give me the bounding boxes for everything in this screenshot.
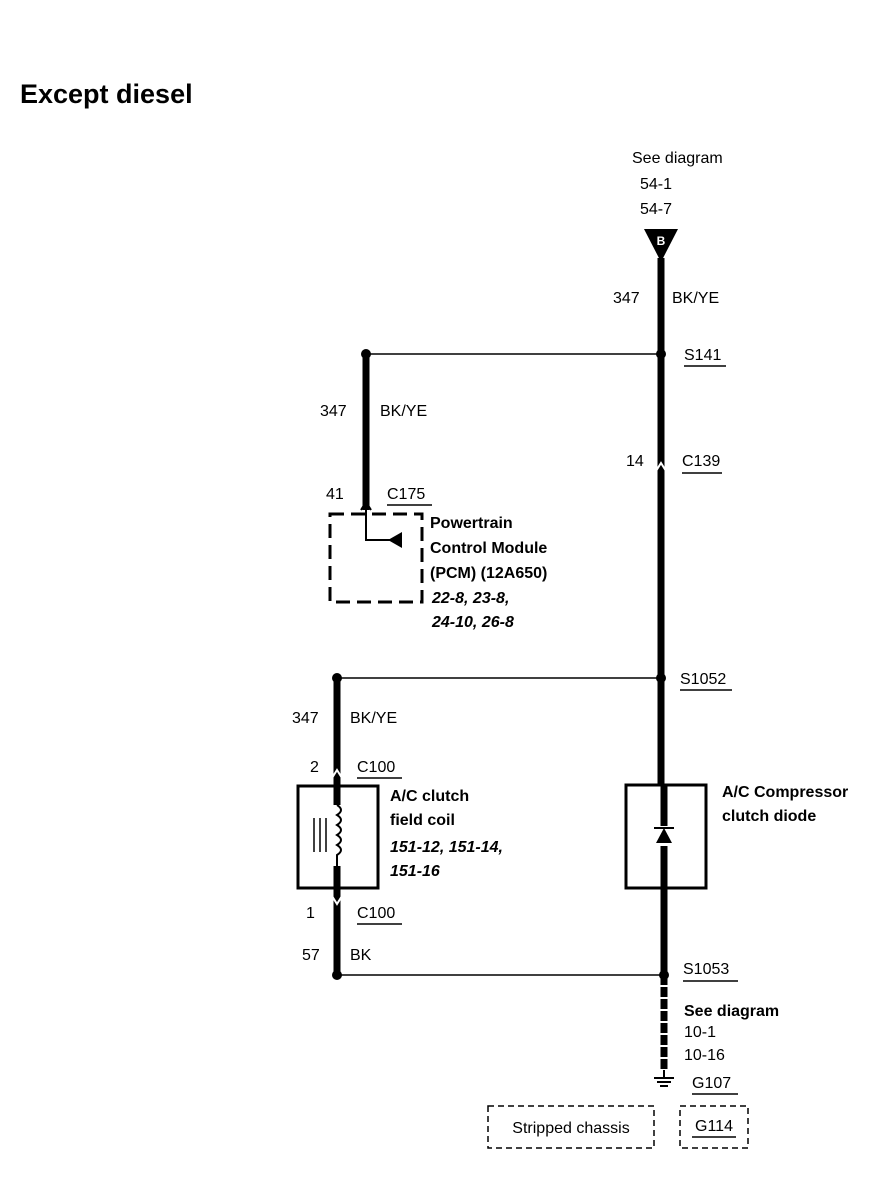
c139-pin: 14 bbox=[626, 453, 644, 470]
pcm-wire-color: BK/YE bbox=[380, 403, 427, 420]
pcm-name-2: Control Module bbox=[430, 540, 547, 557]
pcm-input-arrow-icon bbox=[388, 532, 402, 548]
pcm-refs-1: 22-8, 23-8, bbox=[431, 590, 509, 607]
ref-b-page-2: 54-7 bbox=[640, 201, 672, 218]
pcm-wire-number: 347 bbox=[320, 403, 347, 420]
s1052-label: S1052 bbox=[680, 671, 726, 688]
diagram-title: Except diesel bbox=[20, 79, 193, 109]
main-wire-number: 347 bbox=[613, 290, 640, 307]
s141-splice-dot bbox=[656, 349, 666, 359]
c100-bottom-pin-icon bbox=[331, 895, 343, 906]
c100-top-pin-icon bbox=[331, 768, 343, 779]
clutch-coil-refs-1: 151-12, 151-14, bbox=[390, 839, 503, 856]
c100-bottom-pin: 1 bbox=[306, 905, 315, 922]
diode-name-2: clutch diode bbox=[722, 808, 816, 825]
clutch-coil-refs-2: 151-16 bbox=[390, 863, 440, 880]
connector-b-letter: B bbox=[657, 234, 666, 248]
connector-b-triangle-icon bbox=[644, 229, 678, 262]
c100-top-label: C100 bbox=[357, 759, 395, 776]
ref-b-label: See diagram bbox=[632, 150, 723, 167]
ground-ref-page-1: 10-1 bbox=[684, 1024, 716, 1041]
diode-name-1: A/C Compressor bbox=[722, 784, 848, 801]
ground-ref-page-2: 10-16 bbox=[684, 1047, 725, 1064]
g114-label: G114 bbox=[695, 1118, 733, 1135]
pcm-box bbox=[328, 512, 424, 604]
stripped-chassis-label: Stripped chassis bbox=[512, 1120, 629, 1137]
g114-box bbox=[679, 1105, 749, 1149]
clutch-wire-number: 347 bbox=[292, 710, 319, 727]
ground-ref-label: See diagram bbox=[684, 1003, 779, 1020]
main-wire-color: BK/YE bbox=[672, 290, 719, 307]
pcm-refs-2: 24-10, 26-8 bbox=[431, 614, 514, 631]
s141-label: S141 bbox=[684, 347, 721, 364]
s1053-splice-dot bbox=[659, 970, 669, 980]
ground-wire-color: BK bbox=[350, 947, 372, 964]
c100-top-pin: 2 bbox=[310, 759, 319, 776]
diode-symbol-icon bbox=[656, 828, 672, 843]
g107-label: G107 bbox=[692, 1075, 731, 1092]
c175-pin: 41 bbox=[326, 486, 344, 503]
c175-pin-icon bbox=[360, 500, 372, 511]
clutch-coil-name-2: field coil bbox=[390, 812, 455, 829]
s1053-left-dot bbox=[332, 970, 342, 980]
c139-label: C139 bbox=[682, 453, 720, 470]
c100-bottom-label: C100 bbox=[357, 905, 395, 922]
coil-winding-icon bbox=[335, 804, 342, 866]
s1052-splice-dot bbox=[656, 673, 666, 683]
c175-label: C175 bbox=[387, 486, 425, 503]
clutch-wire-color: BK/YE bbox=[350, 710, 397, 727]
stripped-chassis-box bbox=[487, 1105, 655, 1149]
ref-b-page-1: 54-1 bbox=[640, 176, 672, 193]
pcm-internal-wire bbox=[365, 510, 396, 541]
pcm-name-1: Powertrain bbox=[430, 515, 513, 532]
s1053-label: S1053 bbox=[683, 961, 729, 978]
ground-wire-number: 57 bbox=[302, 947, 320, 964]
pcm-name-3: (PCM) (12A650) bbox=[430, 565, 547, 582]
c139-pin-icon bbox=[655, 461, 667, 472]
clutch-coil-name-1: A/C clutch bbox=[390, 788, 469, 805]
